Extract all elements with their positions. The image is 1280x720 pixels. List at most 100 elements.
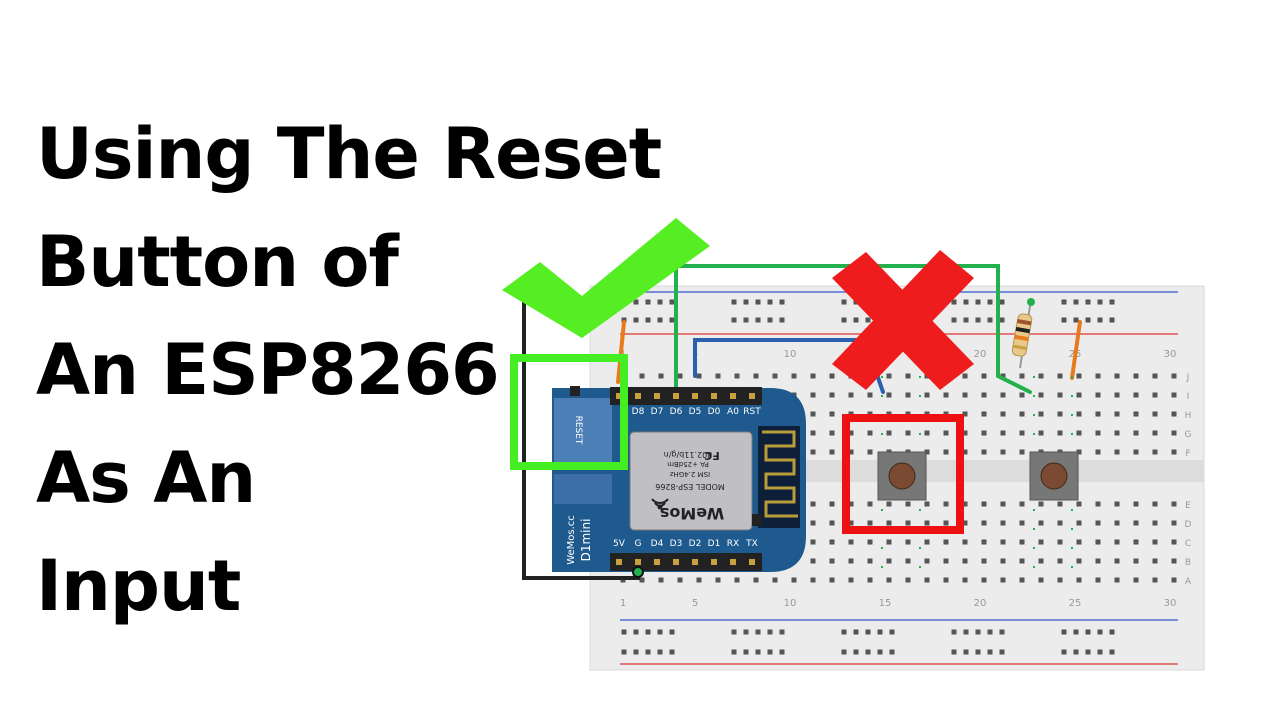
breadboard-hole: [962, 430, 968, 436]
board-name: D1mini: [579, 519, 593, 562]
breadboard-hole: [981, 373, 987, 379]
breadboard-hole: [867, 539, 873, 545]
ism-band: ISM 2.4GHz: [670, 470, 711, 478]
rail-hole: [963, 299, 969, 305]
breadboard-hole: [943, 449, 949, 455]
breadboard-hole: [943, 577, 949, 583]
rail-hole: [731, 299, 737, 305]
rail-hole: [1061, 299, 1067, 305]
rail-hole: [645, 317, 651, 323]
breadboard-hole: [1095, 373, 1101, 379]
rail-hole: [865, 317, 871, 323]
breadboard-hole: [1000, 411, 1006, 417]
breadboard-hole: [1095, 411, 1101, 417]
rail-hole: [645, 299, 651, 305]
rail-hole: [951, 649, 957, 655]
rail-hole: [731, 649, 737, 655]
breadboard-hole: [1114, 539, 1120, 545]
breadboard-hole: [848, 558, 854, 564]
breadboard-hole: [1038, 430, 1044, 436]
breadboard-hole: [905, 558, 911, 564]
breadboard-hole: [981, 392, 987, 398]
rail-hole: [633, 629, 639, 635]
header-base: [610, 553, 762, 571]
breadboard-hole: [1152, 501, 1158, 507]
breadboard-hole: [1133, 539, 1139, 545]
rail-hole: [853, 649, 859, 655]
breadboard-hole: [848, 449, 854, 455]
breadboard-hole: [1095, 558, 1101, 564]
rail-hole: [743, 317, 749, 323]
rail-hole: [999, 629, 1005, 635]
rail-hole: [963, 649, 969, 655]
breadboard-hole: [1019, 373, 1025, 379]
rail-hole: [841, 629, 847, 635]
title-line: Input: [36, 545, 241, 627]
rail-hole: [1085, 317, 1091, 323]
breadboard-hole: [905, 501, 911, 507]
breadboard-hole: [829, 411, 835, 417]
push-button-input: [1029, 451, 1079, 501]
breadboard-hole: [1152, 373, 1158, 379]
rail-hole: [877, 649, 883, 655]
pin-label: D3: [670, 539, 683, 549]
breadboard-hole: [886, 520, 892, 526]
breadboard-hole: [1114, 501, 1120, 507]
board-url: WeMos.cc: [566, 515, 577, 565]
rail-hole: [1073, 649, 1079, 655]
breadboard-hole: [962, 520, 968, 526]
rail-hole: [633, 649, 639, 655]
rail-hole: [633, 299, 639, 305]
breadboard-hole: [1019, 558, 1025, 564]
wire-green: [674, 264, 1032, 400]
row-letter: D: [1185, 520, 1192, 530]
breadboard-hole: [829, 373, 835, 379]
rail-hole: [975, 649, 981, 655]
breadboard-hole: [1095, 539, 1101, 545]
rail-hole: [999, 649, 1005, 655]
breadboard-hole: [962, 501, 968, 507]
header-pin: [654, 559, 660, 565]
breadboard-hole: [1152, 558, 1158, 564]
rail-hole: [1109, 629, 1115, 635]
breadboard-hole: [829, 520, 835, 526]
breadboard-hole: [981, 449, 987, 455]
breadboard-hole: [1133, 411, 1139, 417]
row-letter: E: [1185, 501, 1191, 511]
breadboard-hole: [1152, 392, 1158, 398]
breadboard-hole: [886, 577, 892, 583]
breadboard-hole: [1038, 539, 1044, 545]
breadboard-hole: [1114, 520, 1120, 526]
rail-hole: [841, 317, 847, 323]
rail-hole: [951, 299, 957, 305]
breadboard-hole: [924, 558, 930, 564]
breadboard-hole: [1171, 392, 1177, 398]
breadboard-hole: [1133, 392, 1139, 398]
rail-hole: [755, 317, 761, 323]
breadboard-hole: [905, 373, 911, 379]
breadboard-hole: [658, 577, 664, 583]
breadboard-hole: [1171, 373, 1177, 379]
rail-hole: [853, 317, 859, 323]
rail-hole: [877, 629, 883, 635]
breadboard-hole: [772, 577, 778, 583]
breadboard-hole: [1152, 539, 1158, 545]
rail-hole: [975, 317, 981, 323]
fcc-mark: FC: [704, 449, 720, 462]
column-number: 20: [974, 598, 987, 609]
breadboard-hole: [1057, 520, 1063, 526]
breadboard-hole: [886, 539, 892, 545]
pin-label: D0: [708, 407, 721, 417]
breadboard-hole: [943, 520, 949, 526]
breadboard-hole: [1171, 411, 1177, 417]
breadboard-hole: [1000, 558, 1006, 564]
breadboard-hole: [829, 449, 835, 455]
title: Using The Reset Button of An ESP8266 As …: [36, 100, 696, 640]
breadboard-hole: [867, 449, 873, 455]
breadboard-hole: [1038, 520, 1044, 526]
rail-hole: [987, 299, 993, 305]
breadboard-hole: [1000, 449, 1006, 455]
rail-hole: [1097, 629, 1103, 635]
rail-hole: [731, 317, 737, 323]
header-pin: [749, 559, 755, 565]
